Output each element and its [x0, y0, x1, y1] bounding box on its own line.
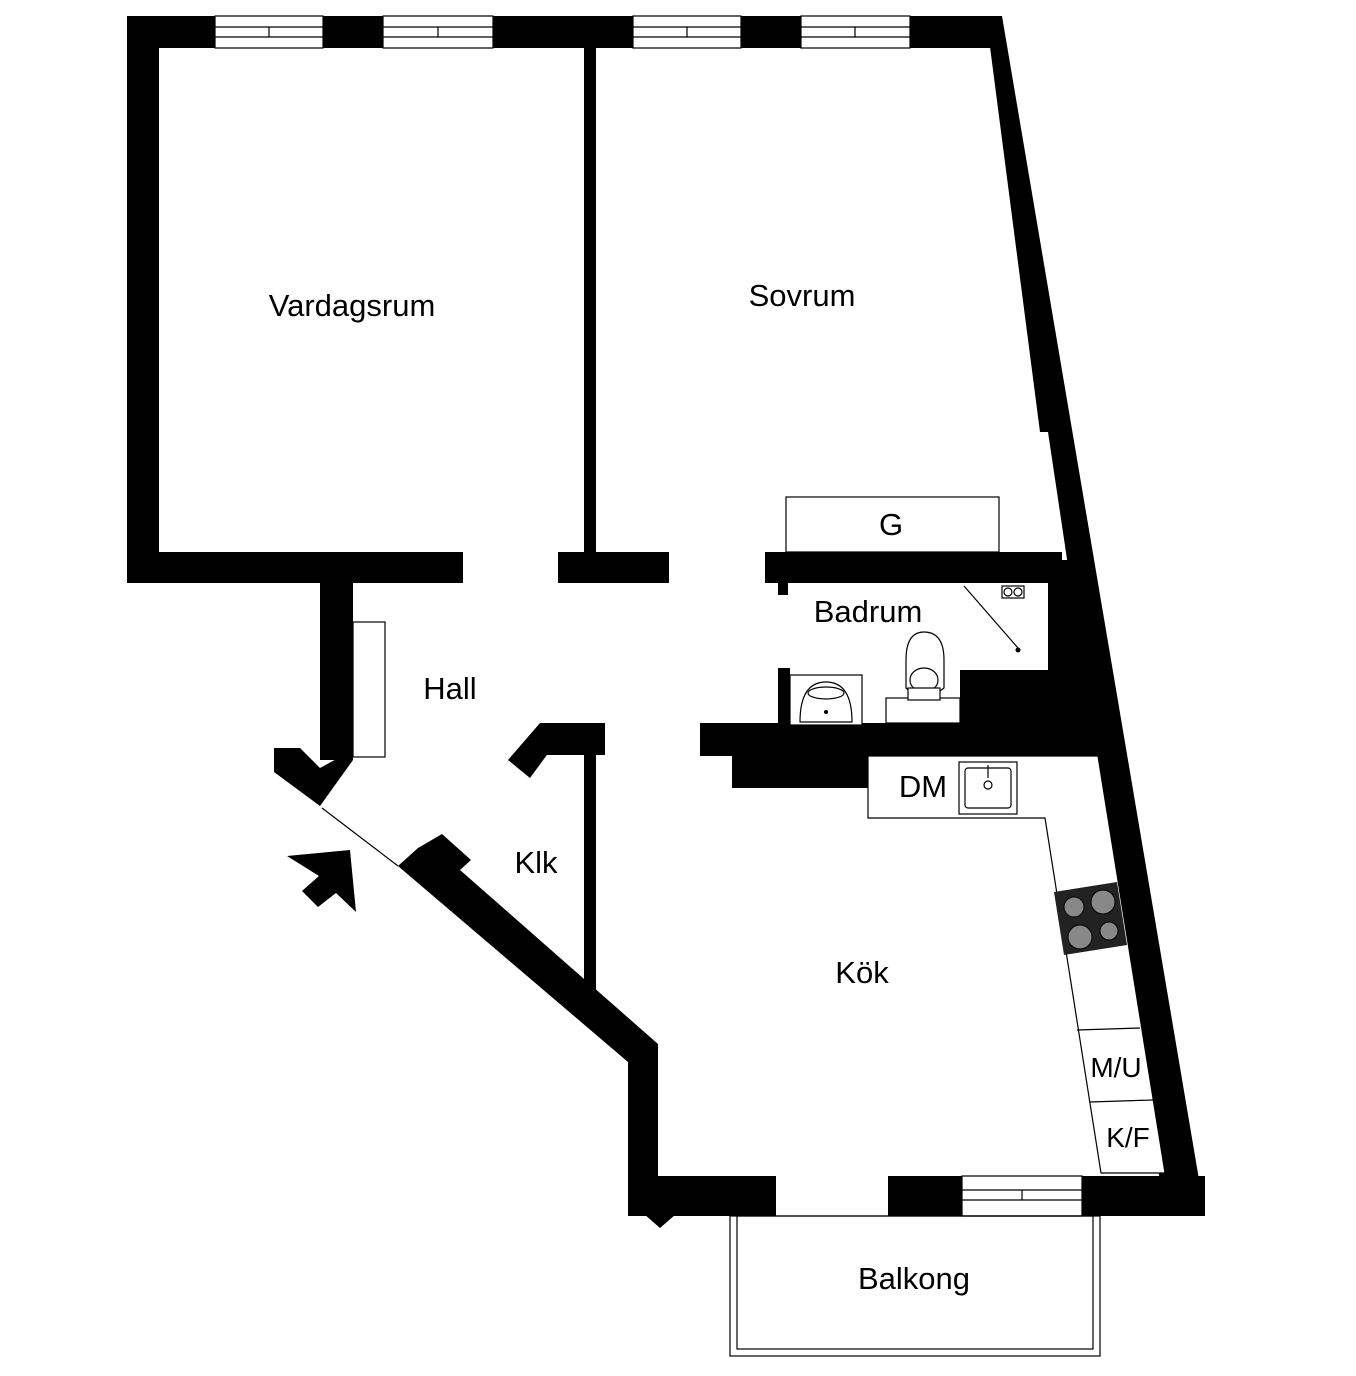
- window-vardagsrum-1: [214, 15, 324, 49]
- wall-bottom-left: [628, 1176, 776, 1216]
- room-label-balkong: Balkong: [858, 1261, 970, 1296]
- entry-door-line: [321, 807, 399, 867]
- wall-right-slanted: [986, 16, 1205, 1215]
- wall-bath-left-stub: [778, 668, 790, 726]
- fixture-label-dm: DM: [899, 769, 947, 804]
- balcony-outline: [729, 1215, 1101, 1357]
- g-cabinet: [785, 496, 1000, 553]
- mu-divider: [1076, 1027, 1141, 1031]
- room-label-hall: Hall: [423, 671, 476, 706]
- wall-bottom-mid: [888, 1176, 962, 1216]
- wall-sovrum-stub: [778, 580, 788, 595]
- room-label-badrum: Badrum: [814, 594, 923, 629]
- room-label-kok: Kök: [835, 955, 889, 990]
- wall-kitchen-block: [732, 750, 868, 788]
- wall-partition: [584, 46, 596, 556]
- wall-sovrum-bottom: [765, 552, 1062, 583]
- entry-arrow-icon: [287, 850, 356, 912]
- wall-bottom-right: [1082, 1176, 1205, 1216]
- room-label-sovrum: Sovrum: [749, 278, 856, 313]
- toilet-icon: [885, 631, 961, 724]
- wall-top-mid-c: [741, 16, 801, 48]
- kitchen-sink-icon: [958, 761, 1018, 815]
- stove-icon: [1054, 882, 1127, 955]
- bath-sink-icon: [789, 674, 863, 726]
- wall-klk-right: [584, 755, 596, 993]
- wall-hall-left: [320, 580, 353, 760]
- fixture-label-g: G: [879, 507, 903, 542]
- window-kitchen: [961, 1175, 1083, 1217]
- windows: [214, 15, 1083, 1217]
- wall-bath-right: [960, 560, 1110, 755]
- room-label-vardagsrum: Vardagsrum: [269, 288, 436, 323]
- wall-klk-hook: [508, 723, 552, 778]
- window-sovrum-1: [632, 15, 742, 49]
- wall-top-mid-b: [493, 16, 633, 48]
- walls: [127, 16, 1205, 1228]
- wall-diagonal-entry: [398, 834, 658, 1215]
- kitchen-counter: [867, 755, 1166, 1174]
- fixture-label-kf: K/F: [1106, 1122, 1150, 1153]
- wall-partition-foot: [558, 552, 669, 583]
- shower-icon: [963, 585, 1025, 653]
- window-vardagsrum-2: [382, 15, 494, 49]
- wall-klk-top: [540, 723, 605, 755]
- wall-entry-left: [274, 748, 353, 806]
- hall-wardrobe: [352, 621, 386, 758]
- wall-top-mid-a: [323, 16, 383, 48]
- wall-left: [127, 16, 159, 583]
- room-label-klk: Klk: [514, 845, 558, 880]
- wall-top-right: [910, 16, 1002, 48]
- window-sovrum-2: [800, 15, 911, 49]
- wall-vardagsrum-bottom: [127, 552, 463, 583]
- kf-divider: [1089, 1099, 1154, 1103]
- fixture-label-mu: M/U: [1090, 1052, 1141, 1083]
